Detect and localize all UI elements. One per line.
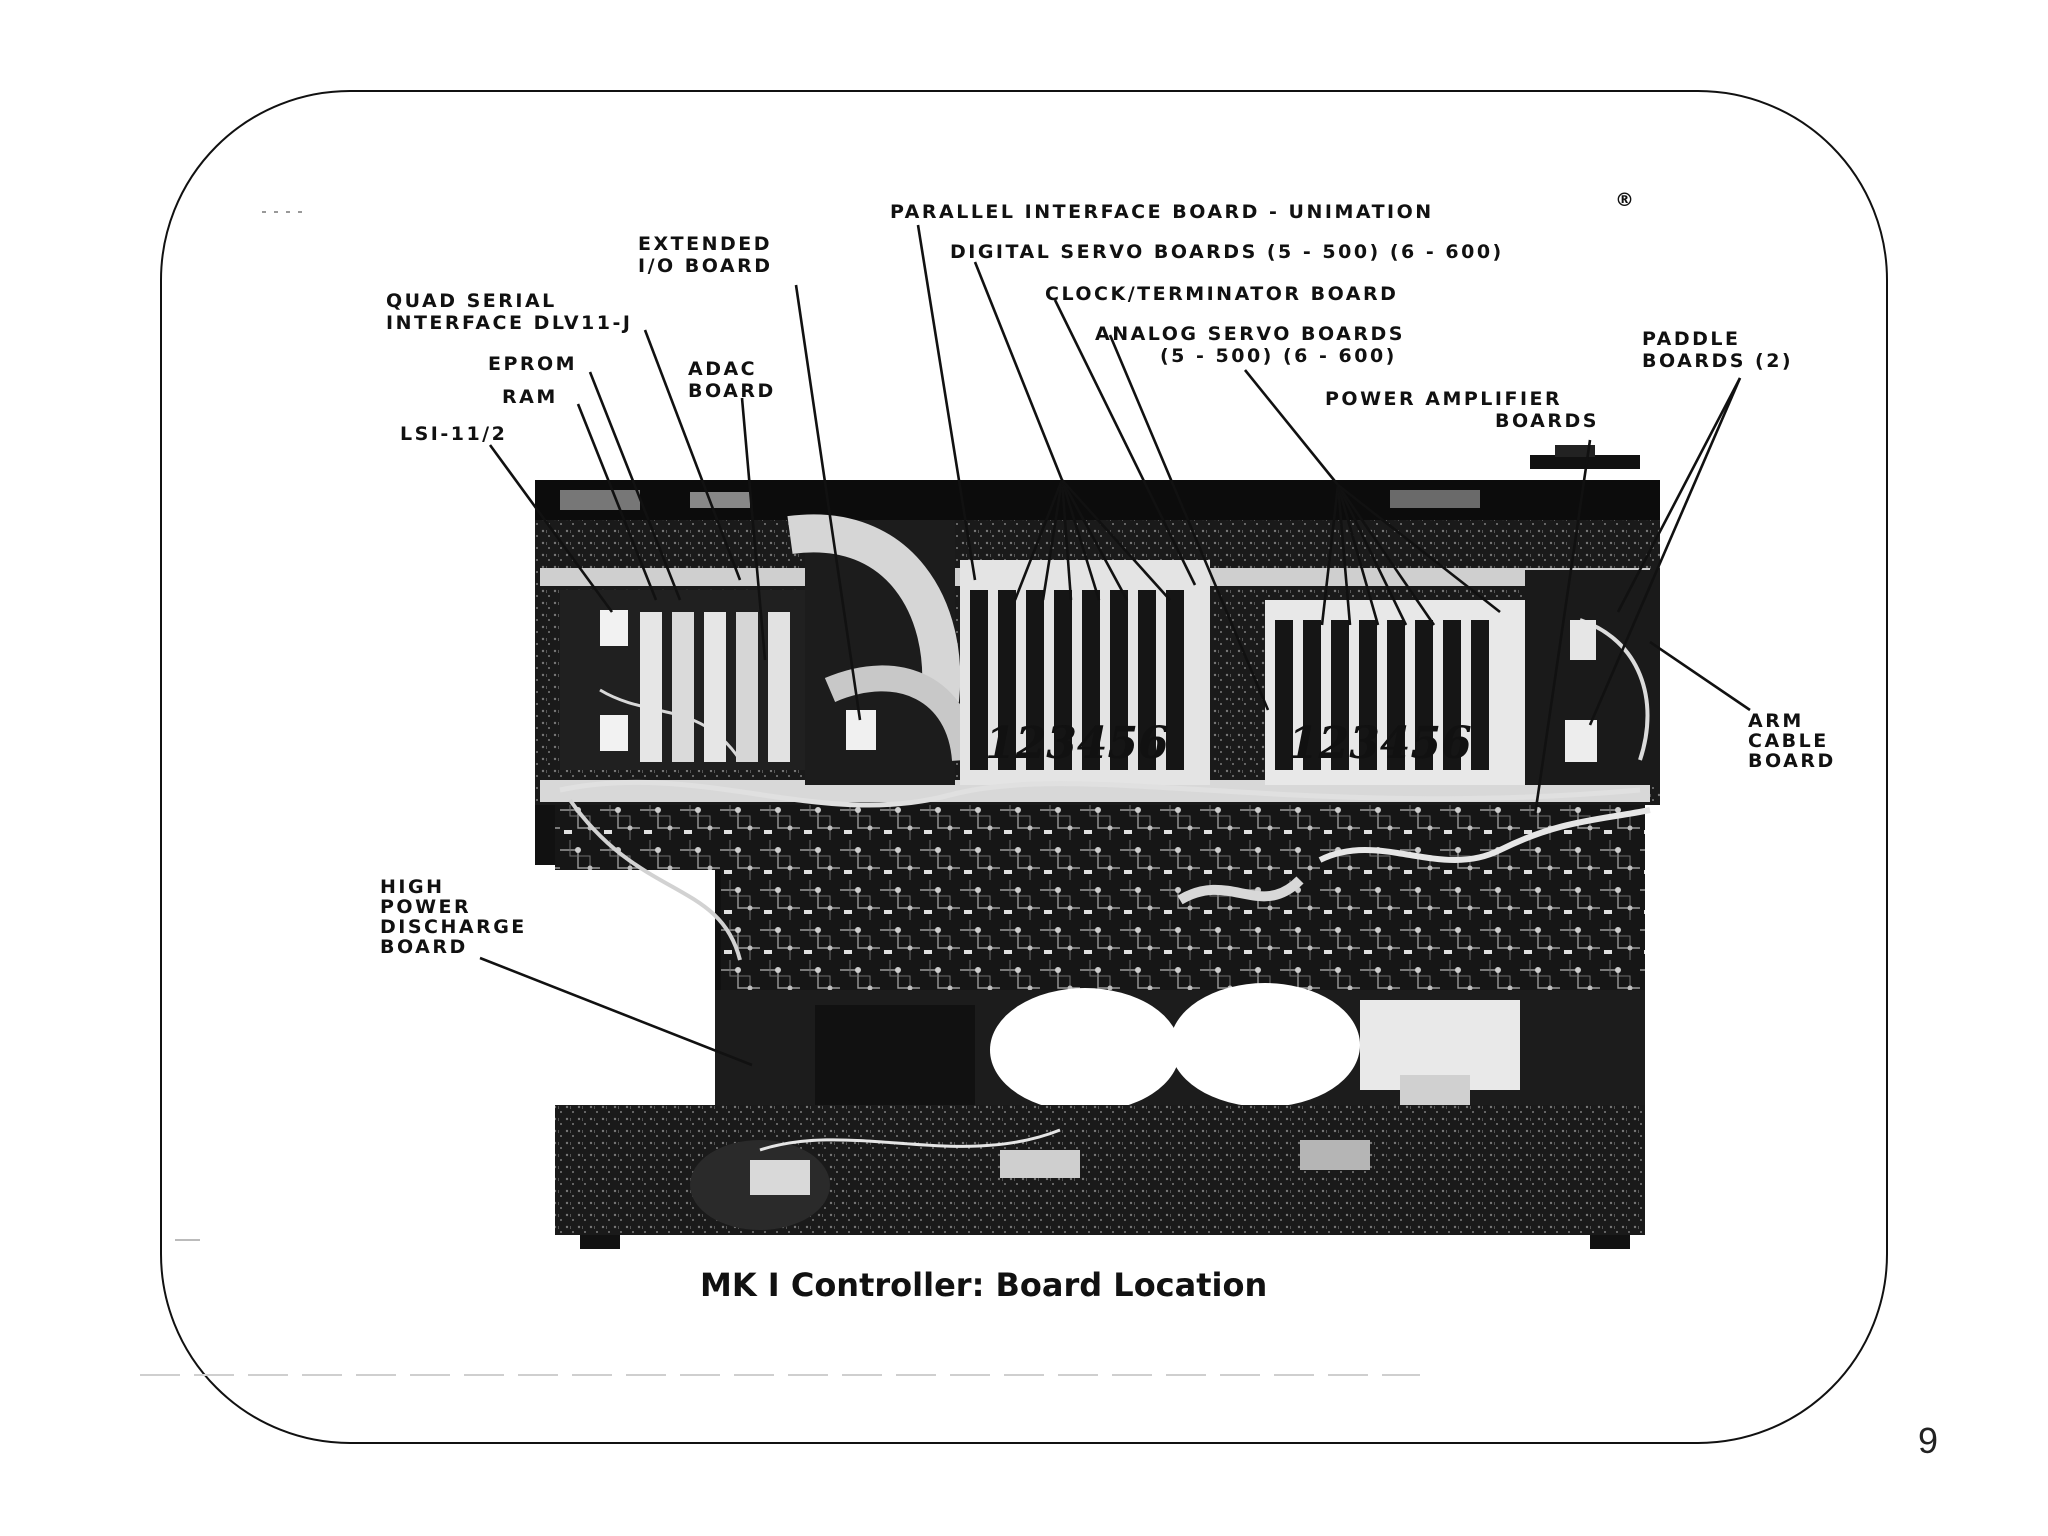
label-arm-cable-line3: BOARD — [1748, 750, 1836, 772]
label-quad-serial-line2: INTERFACE DLV11-J — [386, 312, 632, 334]
label-power-amp-line1: POWER AMPLIFIER — [1325, 388, 1562, 410]
scan-artifacts — [140, 211, 1420, 1376]
label-paddle-line1: PADDLE — [1642, 328, 1741, 350]
label-clock-terminator: CLOCK/TERMINATOR BOARD — [1045, 283, 1398, 305]
label-digital-servo: DIGITAL SERVO BOARDS (5 - 500) (6 - 600) — [950, 241, 1504, 263]
label-quad-serial-line1: QUAD SERIAL — [386, 290, 557, 312]
label-adac-line1: ADAC — [688, 358, 757, 380]
handwritten-number-digital: 123456 — [985, 718, 1169, 769]
label-paddle-line2: BOARDS (2) — [1642, 350, 1793, 372]
controller-photo — [535, 445, 1660, 1249]
label-analog-servo-line2: (5 - 500) (6 - 600) — [1160, 345, 1397, 367]
label-arm-cable-line1: ARM — [1748, 710, 1804, 732]
page-number: 9 — [1917, 1420, 1938, 1461]
card-slots-left — [600, 610, 876, 762]
handwritten-number-analog: 123456 — [1288, 718, 1472, 769]
label-parallel-interface: PARALLEL INTERFACE BOARD - UNIMATION — [890, 201, 1434, 223]
label-extended-io-line1: EXTENDED — [638, 233, 772, 255]
label-high-power-line2: POWER — [380, 896, 471, 918]
label-power-amp-line2: BOARDS — [1495, 410, 1599, 432]
label-eprom: EPROM — [488, 353, 577, 375]
label-adac-line2: BOARD — [688, 380, 776, 402]
figure-caption: MK I Controller: Board Location — [700, 1266, 1267, 1304]
label-extended-io-line2: I/O BOARD — [638, 255, 773, 277]
label-lsi: LSI-11/2 — [400, 423, 507, 445]
label-high-power-line3: DISCHARGE — [380, 916, 527, 938]
callout-labels: PARALLEL INTERFACE BOARD - UNIMATION ® D… — [380, 189, 1836, 958]
leader-lines — [479, 224, 1751, 1067]
label-ram: RAM — [502, 386, 558, 408]
label-arm-cable-line2: CABLE — [1748, 730, 1829, 752]
label-high-power-line1: HIGH — [380, 876, 444, 898]
card-slots-analog-servo — [1275, 620, 1597, 770]
card-slots-digital-servo — [970, 590, 1184, 770]
label-high-power-line4: BOARD — [380, 936, 468, 958]
registered-mark: ® — [1615, 189, 1637, 211]
label-analog-servo-line1: ANALOG SERVO BOARDS — [1095, 323, 1405, 345]
